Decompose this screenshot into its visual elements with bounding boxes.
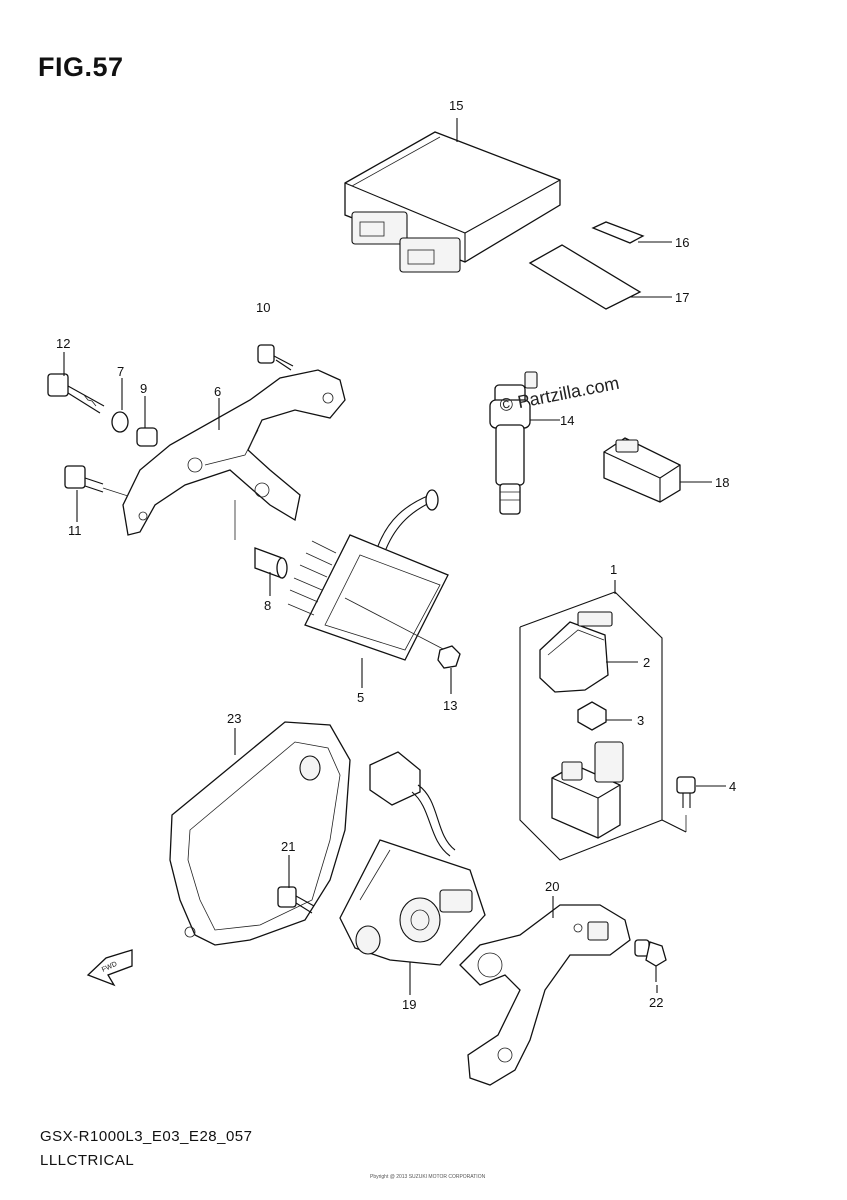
washer-7[interactable] [111, 411, 129, 433]
fwd-arrow-icon: FWD [86, 949, 133, 987]
callout-7: 7 [117, 364, 125, 379]
harness-connector[interactable] [369, 751, 456, 857]
callout-17: 17 [675, 290, 690, 305]
callout-20: 20 [545, 879, 560, 894]
callout-19: 19 [402, 997, 417, 1012]
callout-2: 2 [643, 655, 651, 670]
bolt-22[interactable] [634, 939, 667, 982]
callout-22: 22 [649, 995, 664, 1010]
bolt-21[interactable] [277, 886, 315, 914]
regulator-rectifier[interactable] [287, 489, 449, 661]
leader-4b [661, 819, 687, 833]
figure-title: FIG.57 [38, 52, 124, 82]
pad-small[interactable] [591, 221, 645, 244]
bolt-12[interactable] [47, 373, 105, 414]
callout-18: 18 [715, 475, 730, 490]
callout-11: 11 [68, 523, 82, 538]
callout-1: 1 [610, 562, 618, 577]
starter-relay[interactable] [551, 741, 624, 839]
bracket-20[interactable] [459, 904, 631, 1086]
spacer-8[interactable] [254, 547, 288, 579]
callout-21: 21 [281, 839, 296, 854]
callout-6: 6 [214, 384, 222, 399]
bolt-10[interactable] [257, 344, 294, 371]
relay-cover[interactable] [539, 611, 613, 693]
switch-19[interactable] [339, 839, 486, 966]
callout-3: 3 [637, 713, 645, 728]
callout-4: 4 [729, 779, 737, 794]
callout-5: 5 [357, 690, 365, 705]
regulator-bracket[interactable] [122, 369, 346, 536]
callout-9: 9 [140, 381, 148, 396]
callout-15: 15 [449, 98, 464, 113]
callout-16: 16 [675, 235, 690, 250]
footer-name: LLLCTRICAL [40, 1152, 135, 1169]
axis-11 [102, 487, 129, 497]
screw-4[interactable] [676, 776, 696, 808]
callout-14: 14 [560, 413, 575, 428]
ignition-coil[interactable] [489, 371, 538, 515]
fine-print: Pbyright @ 2013 SUZUKI MOTOR CORPORATION [370, 1174, 486, 1180]
callout-13: 13 [443, 698, 458, 713]
nut-13[interactable] [437, 645, 461, 669]
callout-10: 10 [256, 300, 271, 315]
fuse-3[interactable] [577, 701, 607, 731]
callout-8: 8 [264, 598, 272, 613]
callout-12: 12 [56, 336, 71, 351]
ecm-unit[interactable] [344, 131, 561, 273]
footer-code: GSX-R1000L3_E03_E28_057 [40, 1128, 253, 1145]
bolt-11[interactable] [64, 465, 104, 493]
callout-23: 23 [227, 711, 242, 726]
cushion-9[interactable] [136, 427, 158, 447]
cover-23[interactable] [169, 721, 351, 946]
sensor-18[interactable] [603, 437, 681, 503]
axis-13 [344, 597, 446, 651]
cushion-sheet[interactable] [528, 244, 642, 310]
